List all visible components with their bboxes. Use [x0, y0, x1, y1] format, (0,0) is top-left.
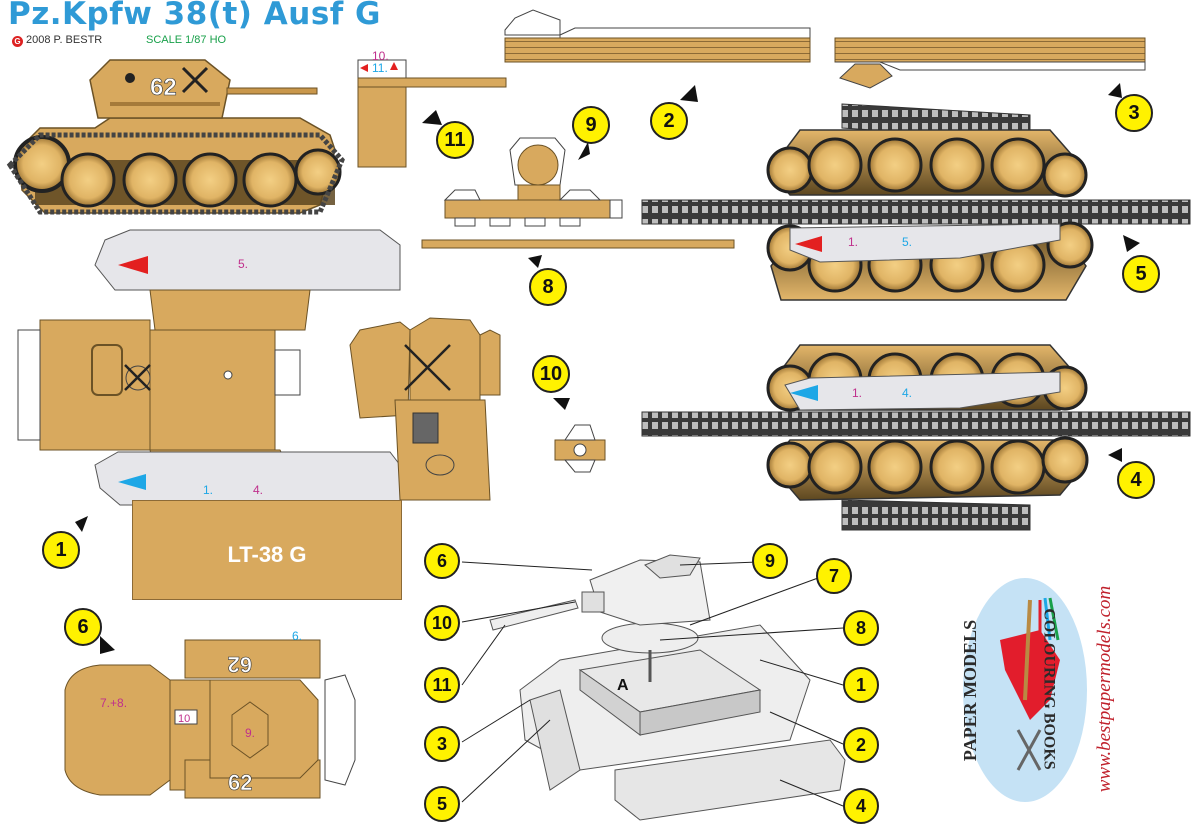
part11-label-10: 10. — [372, 49, 389, 63]
turret-label-b: 9. — [245, 726, 255, 740]
logo-line-1: PAPER MODELS — [960, 619, 981, 762]
track-assembly-4: 1. 4. — [641, 344, 1191, 531]
assembly-point-a: A — [617, 677, 629, 694]
turret-number-top: 62 — [228, 652, 252, 677]
callout-1: 1 — [42, 531, 80, 569]
turret-label-a: 7.+8. — [100, 696, 127, 710]
assembly-callout-9: 9 — [752, 543, 788, 579]
callout-2: 2 — [650, 102, 688, 140]
part-3-strip — [834, 37, 1146, 89]
logo-url: www.bestpapermodels.com — [1094, 585, 1115, 793]
hull-net: 5. 1. 4. — [17, 229, 401, 506]
track-assembly-5: 1. 5. — [641, 103, 1191, 301]
copyright-label: 2008 P. BESTR — [26, 34, 103, 46]
turret-number-bottom: 62 — [228, 770, 252, 795]
part-2-strip — [504, 9, 811, 63]
hull-top-label: 5. — [238, 257, 248, 271]
track4-label-a: 1. — [852, 386, 862, 400]
part-9-net — [443, 137, 623, 227]
callout-6: 6 — [64, 608, 102, 646]
part-11 — [357, 59, 507, 168]
callout-8: 8 — [529, 268, 567, 306]
assembly-callout-7: 7 — [816, 558, 852, 594]
callout-10: 10 — [532, 355, 570, 393]
assembly-callout-8: 8 — [843, 610, 879, 646]
assembly-diagram: A — [461, 554, 846, 821]
turret-label-c: 10 — [178, 713, 190, 725]
tank-side-number: 62 — [150, 74, 177, 101]
part-8-rail — [421, 239, 735, 249]
assembly-callout-5: 5 — [424, 786, 460, 822]
assembly-callout-1: 1 — [843, 667, 879, 703]
assembly-callout-10: 10 — [424, 605, 460, 641]
assembly-callout-6: 6 — [424, 543, 460, 579]
track4-label-b: 4. — [902, 386, 912, 400]
callout-3: 3 — [1115, 94, 1153, 132]
hull-plate-net — [349, 317, 501, 501]
hull-bottom-label-a: 1. — [203, 483, 213, 497]
callout-5: 5 — [1122, 255, 1160, 293]
page-title: Pz.Kpfw 38(t) Ausf G — [8, 0, 381, 32]
track5-label-b: 5. — [902, 235, 912, 249]
logo-line-2: COLOURING BOOKS — [1040, 608, 1058, 770]
brand-logo — [963, 578, 1087, 802]
callout-11: 11 — [436, 121, 474, 159]
turret-label-d: 6. — [292, 629, 302, 643]
turret-net: 7.+8. 9. 10 6. 62 62 — [64, 629, 356, 799]
scale-label: SCALE 1/87 HO — [146, 34, 227, 46]
assembly-callout-3: 3 — [424, 726, 460, 762]
track5-label-a: 1. — [848, 235, 858, 249]
callout-4: 4 — [1117, 461, 1155, 499]
assembly-callout-11: 11 — [424, 667, 460, 703]
copyright-mark: G — [12, 36, 23, 47]
part11-label-11: 11. — [372, 61, 388, 75]
lt38-label-box: LT-38 G — [132, 500, 402, 600]
assembly-callout-4: 4 — [843, 788, 879, 824]
assembly-callout-2: 2 — [843, 727, 879, 763]
tank-side-view: 62 — [6, 59, 345, 215]
callout-9: 9 — [572, 106, 610, 144]
part-10-net — [554, 424, 606, 473]
hull-bottom-label-b: 4. — [253, 483, 263, 497]
